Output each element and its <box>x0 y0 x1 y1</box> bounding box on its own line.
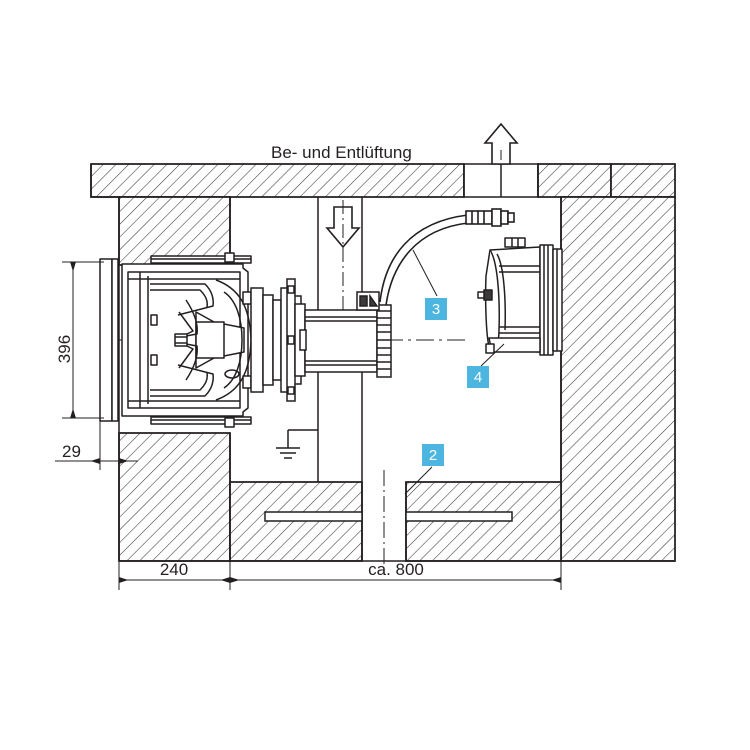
callout-4-label: 4 <box>474 369 482 386</box>
dimension-800-label: ca. 800 <box>368 560 424 579</box>
dimension-240-label: 240 <box>160 560 188 579</box>
right-wall <box>560 196 676 562</box>
dimension-29 <box>55 420 138 470</box>
dimension-800 <box>229 561 562 590</box>
exhaust-duct <box>463 164 539 197</box>
dimension-29-label: 29 <box>62 442 81 461</box>
motor <box>299 291 392 378</box>
cable-hose <box>379 208 515 306</box>
callout-2: 2 <box>404 444 444 495</box>
dimension-396-label: 396 <box>55 335 74 363</box>
ceiling-slab <box>90 163 676 198</box>
callout-3-badge <box>425 298 447 320</box>
callout-3: 3 <box>412 249 447 320</box>
callout-2-badge <box>422 444 444 466</box>
fan-impeller <box>99 252 252 428</box>
ground-symbol <box>276 429 318 459</box>
building-section <box>90 163 676 562</box>
left-wall-lower <box>118 432 231 562</box>
exhaust-arrow <box>483 122 519 165</box>
callout-2-label: 2 <box>429 447 437 464</box>
control-unit <box>477 237 563 356</box>
callout-4: 4 <box>467 343 505 388</box>
callout-3-label: 3 <box>432 301 440 318</box>
dimension-240 <box>118 561 231 590</box>
callout-4-badge <box>467 366 489 388</box>
left-wall-upper <box>118 196 231 266</box>
dimension-396 <box>62 261 104 419</box>
page-title: Be- und Entlüftung <box>271 143 412 162</box>
